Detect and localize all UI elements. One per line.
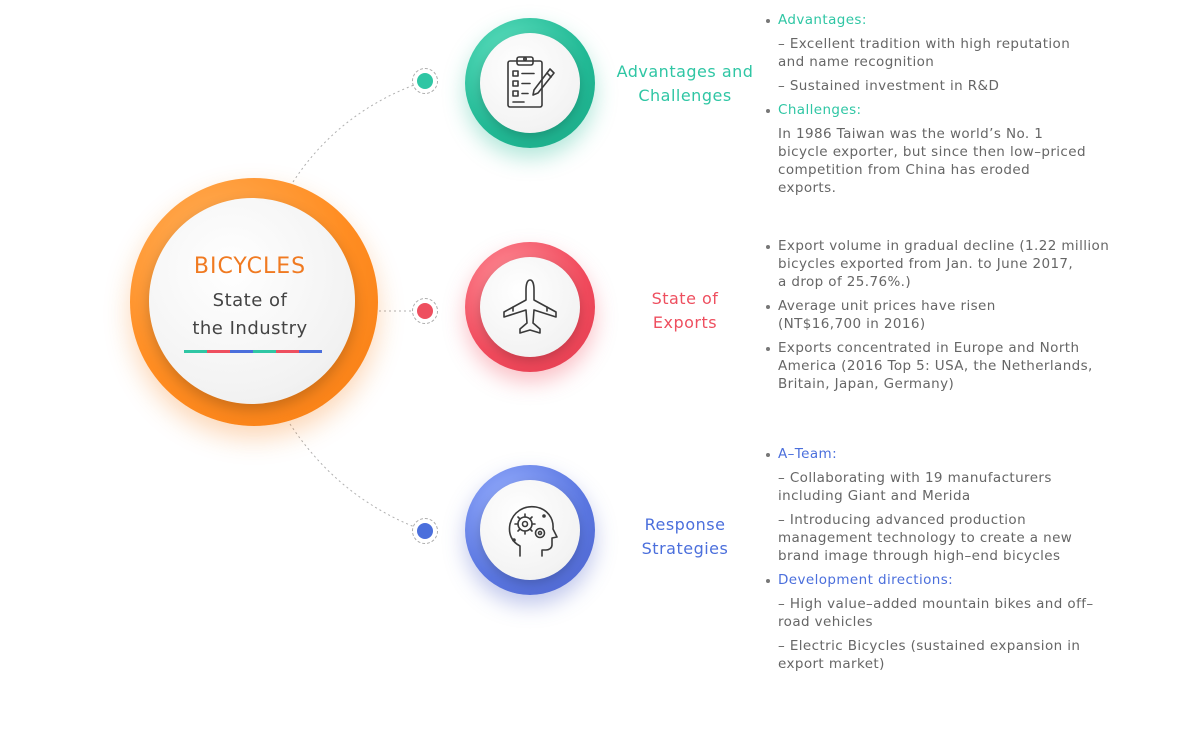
color-stripe bbox=[184, 350, 207, 353]
node-dot-exports bbox=[412, 298, 438, 324]
bullet bbox=[766, 19, 770, 23]
text-line: competition from China has eroded bbox=[778, 162, 1031, 178]
text-line: – Electric Bicycles (sustained expansion… bbox=[778, 638, 1081, 654]
color-stripe bbox=[207, 350, 230, 353]
main-subtitle-line2: the Industry bbox=[192, 318, 308, 339]
bullet bbox=[766, 305, 770, 309]
development-heading: Development directions: bbox=[778, 572, 954, 588]
text-line: Average unit prices have risen bbox=[778, 298, 996, 314]
connector-bottom bbox=[289, 423, 426, 532]
bullet bbox=[766, 109, 770, 113]
connector-top bbox=[292, 80, 426, 183]
bullet bbox=[766, 245, 770, 249]
text-line: bicycles exported from Jan. to June 2017… bbox=[778, 256, 1074, 272]
node-dot-strategies bbox=[412, 518, 438, 544]
text-line: bicycle exporter, but since then low–pri… bbox=[778, 144, 1086, 160]
text-line: – Excellent tradition with high reputati… bbox=[778, 36, 1071, 52]
main-circle-inner bbox=[149, 198, 355, 404]
text-line: road vehicles bbox=[778, 614, 873, 630]
text-line: Export volume in gradual decline (1.22 m… bbox=[778, 238, 1110, 254]
strategies-label: Response Strategies bbox=[641, 515, 729, 558]
exports-label: State of Exports bbox=[651, 289, 719, 332]
exports-ring-inner bbox=[480, 257, 580, 357]
main-title: BICYCLES bbox=[193, 254, 307, 279]
clipboard-checklist-icon bbox=[507, 56, 555, 108]
text-line: and name recognition bbox=[778, 54, 935, 70]
text-line: (NT$16,700 in 2016) bbox=[778, 316, 926, 332]
color-stripe bbox=[253, 350, 276, 353]
advantages-ring-inner bbox=[480, 33, 580, 133]
text-line: a drop of 25.76%.) bbox=[778, 274, 912, 290]
advantages-heading: Advantages: bbox=[778, 12, 867, 28]
color-stripe bbox=[276, 350, 299, 353]
color-stripe bbox=[299, 350, 322, 353]
text-line: – Sustained investment in R&D bbox=[778, 78, 1000, 94]
a-team-heading: A–Team: bbox=[778, 446, 838, 462]
text-line: brand image through high–end bicycles bbox=[778, 548, 1061, 564]
text-line: – Collaborating with 19 manufacturers bbox=[778, 470, 1052, 486]
advantages-label: Advantages and Challenges bbox=[616, 62, 754, 105]
node-dot-advantages bbox=[412, 68, 438, 94]
text-line: exports. bbox=[778, 180, 837, 196]
text-line: America (2016 Top 5: USA, the Netherland… bbox=[778, 358, 1093, 374]
airplane-icon bbox=[503, 279, 557, 334]
text-line: Exports concentrated in Europe and North bbox=[778, 340, 1080, 356]
strategies-ring-inner bbox=[480, 480, 580, 580]
head-gears-icon bbox=[508, 505, 558, 557]
color-stripe bbox=[230, 350, 253, 353]
bullet bbox=[766, 579, 770, 583]
bullet bbox=[766, 347, 770, 351]
text-line: export market) bbox=[778, 656, 885, 672]
text-line: management technology to create a new bbox=[778, 530, 1073, 546]
challenges-heading: Challenges: bbox=[778, 102, 862, 118]
bullet bbox=[766, 453, 770, 457]
text-line: including Giant and Merida bbox=[778, 488, 971, 504]
main-subtitle-line1: State of bbox=[212, 290, 288, 311]
text-line: Britain, Japan, Germany) bbox=[778, 376, 955, 392]
text-line: – High value–added mountain bikes and of… bbox=[778, 596, 1094, 612]
text-line: In 1986 Taiwan was the world’s No. 1 bbox=[778, 126, 1044, 142]
text-line: – Introducing advanced production bbox=[778, 512, 1027, 528]
